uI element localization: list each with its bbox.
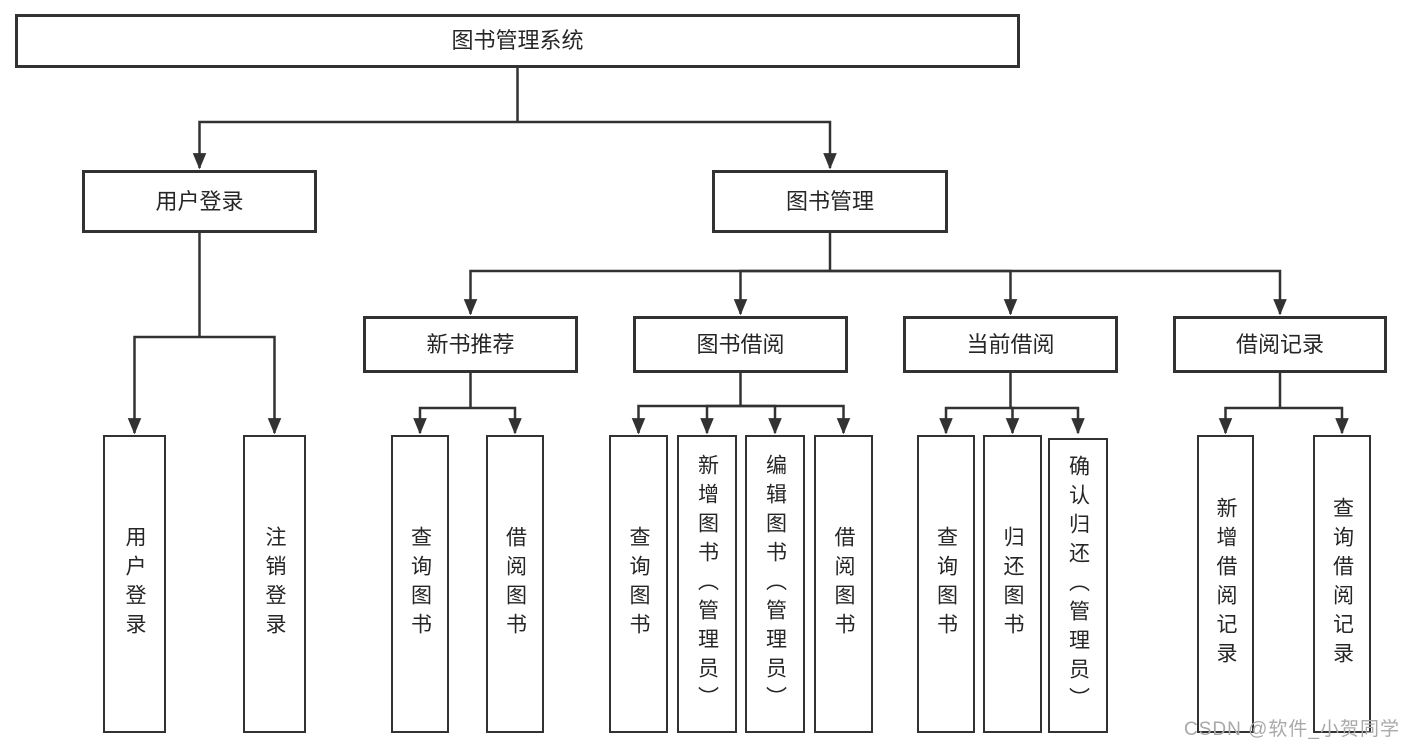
leaf-return-book: 归还图书 (983, 435, 1042, 733)
edge-to-leaf-logout (199, 335, 282, 435)
node-borrow-records: 借阅记录 (1173, 316, 1387, 373)
edge-to-borrow-records (830, 269, 1287, 316)
node-label: 注销登录 (263, 526, 286, 642)
leaf-borrow-books-2: 借阅图书 (814, 435, 873, 733)
edge-to-book-borrow (733, 269, 830, 316)
leaf-query-borrow-record: 查询借阅记录 (1313, 435, 1371, 733)
node-label: 借阅记录 (1235, 331, 1324, 357)
leaf-query-books-3: 查询图书 (917, 435, 975, 733)
node-user-login-branch: 用户登录 (82, 170, 317, 233)
leaf-logout: 注销登录 (243, 435, 306, 733)
node-current-borrow: 当前借阅 (903, 316, 1118, 373)
node-label: 归还图书 (1001, 526, 1024, 642)
edge-root-to-book-management (517, 120, 837, 170)
node-label: 查询图书 (408, 526, 432, 642)
edge-root-to-user-login (192, 120, 518, 170)
node-label: 新增借阅记录 (1214, 497, 1237, 671)
edge-to-leaf-confirm-return-admin (1010, 406, 1085, 435)
leaf-user-login: 用户登录 (103, 435, 166, 733)
node-label: 图书管理 (785, 188, 874, 214)
edge-to-leaf-borrow-books-1 (470, 406, 522, 435)
node-label: 确认归还（管理员） (1066, 455, 1090, 716)
node-label: 借阅图书 (503, 526, 527, 642)
leaf-add-book-admin: 新增图书（管理员） (677, 435, 737, 733)
watermark-text: CSDN @软件_小贺同学 (1184, 719, 1400, 740)
node-label: 查询图书 (627, 526, 650, 642)
node-book-management-branch: 图书管理 (712, 170, 948, 233)
node-label: 新书推荐 (426, 331, 515, 357)
leaf-edit-book-admin: 编辑图书（管理员） (745, 435, 805, 733)
edge-to-leaf-borrow-books-2 (740, 404, 851, 435)
edge-to-new-book-recommend (463, 269, 830, 316)
node-label: 新增图书（管理员） (695, 453, 719, 715)
edge-to-leaf-query-books-3 (939, 406, 1011, 435)
node-label: 用户登录 (123, 526, 146, 642)
leaf-query-books-1: 查询图书 (391, 435, 449, 733)
node-new-book-recommend: 新书推荐 (363, 316, 578, 373)
leaf-add-borrow-record: 新增借阅记录 (1197, 435, 1254, 733)
node-label: 图书管理系统 (451, 28, 584, 53)
edge-to-leaf-add-borrow-record (1218, 406, 1280, 435)
node-label: 图书借阅 (696, 331, 785, 357)
node-library-management-system: 图书管理系统 (15, 14, 1020, 68)
node-label: 借阅图书 (832, 526, 855, 642)
leaf-borrow-books-1: 借阅图书 (486, 435, 544, 733)
node-label: 用户登录 (155, 188, 244, 214)
edge-to-leaf-edit-book-admin (740, 404, 782, 435)
leaf-confirm-return-admin: 确认归还（管理员） (1048, 438, 1108, 733)
edge-to-leaf-query-books-1 (413, 406, 471, 435)
node-label: 编辑图书（管理员） (763, 453, 787, 715)
node-book-borrow: 图书借阅 (633, 316, 848, 373)
node-label: 当前借阅 (966, 331, 1055, 357)
edge-to-leaf-query-books-2 (631, 404, 741, 435)
edge-to-leaf-user-login (127, 335, 200, 435)
edge-to-leaf-query-borrow-record (1280, 406, 1349, 435)
edge-to-leaf-add-book-admin (700, 404, 741, 435)
edge-to-current-borrow (830, 269, 1018, 316)
leaf-query-books-2: 查询图书 (609, 435, 668, 733)
node-label: 查询图书 (934, 526, 958, 642)
edge-to-leaf-return-book (1005, 406, 1020, 435)
node-label: 查询借阅记录 (1330, 497, 1354, 671)
